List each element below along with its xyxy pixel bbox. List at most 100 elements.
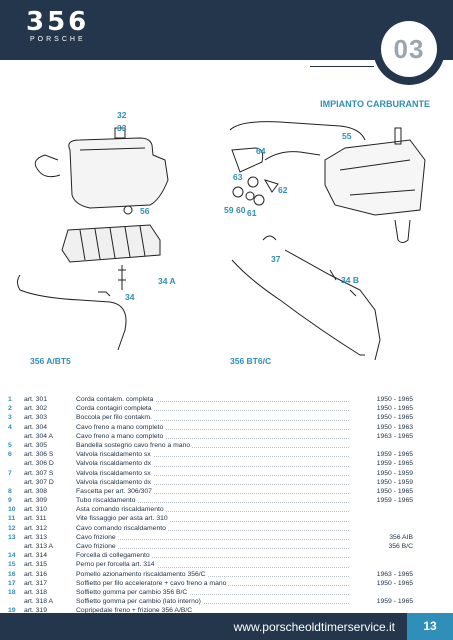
callout-34a: 34 A [158,276,176,286]
item-description: Copripedale freno + frizione 356 A/B/C [76,607,195,615]
item-number: 1 [8,396,12,403]
item-years: 356 B/C [388,543,413,550]
item-article: art. 318 [24,588,48,596]
callout-63: 63 [233,172,243,182]
item-description: Perno per forcella art. 314 [76,561,157,569]
item-number: 14 [8,552,16,560]
item-description-cell: Cavo frizione [76,542,349,551]
item-years [349,551,413,560]
item-description-cell: Corda contakm. completa [76,395,349,404]
item-article: art. 318 A [24,598,54,606]
callout-37: 37 [271,254,281,264]
callout-33: 33 [117,123,127,133]
item-number: 19 [8,607,16,615]
item-number: 10 [8,506,16,514]
item-description-cell: Soffietto gomma per cambio 356 B/C [76,588,349,597]
item-description-cell: Corda contagiri completa [76,404,349,413]
item-description-cell: Bandella sostegno cavo freno a mano [76,441,349,450]
item-years: 1950 - 1965 [376,487,413,495]
item-years [349,560,413,569]
item-description-cell: Cavo freno a mano completo [76,423,349,432]
item-description-cell: Cavo freno a mano completo [76,432,349,441]
item-years: 1959 - 1965 [376,451,413,459]
logo: 356 PORSCHE [26,9,136,49]
parts-list: 1 art. 301 Corda contakm. completa 1950 - 1… [8,395,413,616]
item-number: 12 [8,524,16,532]
item-number: 7 [8,469,12,477]
item-description-cell: Valvola riscaldamento dx [76,478,349,487]
item-description: Corda contagiri completa [76,405,154,413]
list-item: 18 art. 318 Soffietto gomma per cambio 356… [8,588,413,597]
group-badge: 03 [373,13,445,85]
item-article: art. 308 [24,487,48,495]
callout-61: 61 [247,208,257,218]
item-number: 16 [8,570,16,578]
item-article: art. 301 [24,396,48,403]
item-years: 1959 - 1965 [376,497,413,505]
item-description: Soffietto gomma per cambio (lato interno… [76,598,203,606]
item-description-cell: Pomello azionamento riscaldamento 356/C [76,570,349,579]
item-number: 5 [8,441,12,449]
item-years: 1963 - 1965 [376,432,413,440]
item-number: 8 [8,487,12,495]
item-years [349,588,413,597]
item-years [349,441,413,450]
item-description-cell: Fascetta per art. 306/307 [76,487,349,496]
item-years: 1959 - 1965 [376,598,413,606]
item-description-cell: Cavo comando riscaldamento [76,524,349,533]
item-number: 6 [8,451,12,459]
item-years: 1950 - 1965 [376,405,413,413]
group-label: GRUPPO 03 [310,50,365,61]
logo-number: 356 [26,7,90,37]
item-article: art. 311 [24,515,47,523]
callout-34: 34 [125,292,135,302]
item-years: 1950 - 1959 [376,469,413,477]
item-description: Valvola riscaldamento dx [76,478,154,486]
item-number: 18 [8,588,16,596]
item-number [8,597,24,606]
item-years: 356 AIB [389,533,413,541]
item-years: 1963 - 1965 [376,570,413,578]
item-description: Boccola per filo contakm. [76,414,154,422]
website-link[interactable]: www.porscheoldtimerservice.it [233,620,395,634]
item-years [349,505,413,514]
item-description: Cavo frizione [76,533,118,541]
item-article: art. 310 [24,506,48,514]
item-number: 17 [8,579,16,587]
model-label-right: 356 BT6/C [230,356,272,366]
list-item: 8 art. 308 Fascetta per art. 306/307 1950 -… [8,487,413,496]
group-number: 03 [381,21,437,77]
item-number: 13 [8,533,16,541]
item-description-cell: Vite fissaggio per asta art. 310 [76,514,349,523]
item-article: art. 315 [24,561,48,569]
item-description: Cavo frizione [76,543,118,550]
parts-diagram [17,121,426,361]
item-article: art. 304 A [24,432,54,440]
item-article: art. 306 D [24,460,54,468]
section-title: IMPIANTO CARBURANTE [320,99,430,109]
item-description: Corda contakm. completa [76,396,156,403]
item-description-cell: Valvola riscaldamento sx [76,450,349,459]
item-number: 4 [8,423,12,431]
item-description: Valvola riscaldamento sx [76,469,153,477]
item-article: art. 306 S [24,451,54,459]
item-years: 1950 - 1963 [376,423,413,431]
callout-55: 55 [342,131,352,141]
list-item: art. 304 A Cavo freno a mano completo 1963… [8,432,413,441]
footer-bar [0,613,453,640]
item-number [8,459,24,468]
list-item: 7 art. 307 S Valvola riscaldamento sx 1950 … [8,469,413,478]
item-article: art. 307 S [24,469,54,477]
callout-34b: 34 B [341,275,359,285]
item-number: 2 [8,405,12,413]
item-description: Cavo comando riscaldamento [76,524,168,532]
item-number [8,478,24,487]
item-description-cell: Boccola per filo contakm. [76,413,349,422]
